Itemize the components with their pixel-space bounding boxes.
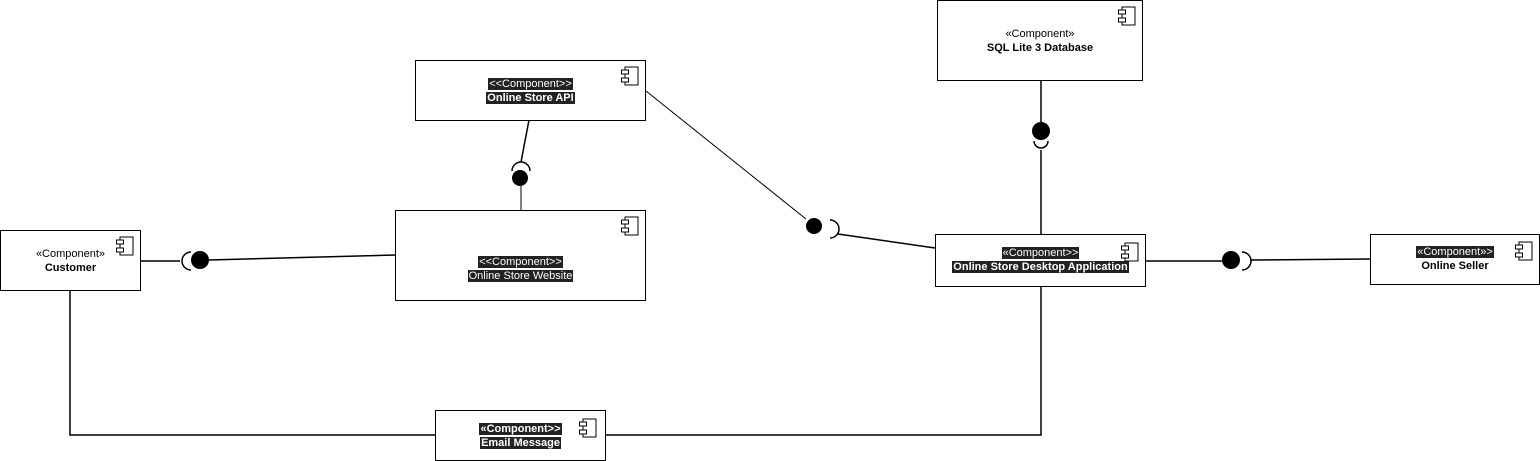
stereotype-label: «Component>>	[479, 423, 562, 435]
socket-db-desktop	[1033, 140, 1049, 149]
component-customer[interactable]: «Component» Customer	[0, 230, 141, 291]
connector-desktop-email	[606, 287, 1042, 436]
component-name: SQL Lite 3 Database	[986, 42, 1094, 54]
stereotype-label: «Component»>	[1416, 246, 1494, 258]
component-icon	[621, 66, 639, 86]
component-online-seller[interactable]: «Component»> Online Seller	[1370, 234, 1540, 285]
lollipop-db	[1032, 122, 1050, 140]
stereotype-label: «Component»	[1005, 28, 1075, 40]
connector-desktop-api-line	[837, 233, 936, 249]
component-icon	[1118, 6, 1136, 26]
socket-api-website	[511, 161, 531, 172]
component-icon	[621, 216, 639, 236]
connector-api-desktop-line	[645, 90, 807, 220]
component-icon	[579, 418, 597, 438]
socket-customer-website	[181, 251, 192, 271]
component-name: Online Store API	[486, 92, 575, 104]
component-name: Email Message	[480, 437, 561, 449]
component-icon	[1515, 241, 1533, 261]
socket-desktop-seller	[1241, 251, 1252, 271]
connector-api-line	[520, 119, 530, 163]
component-name: Online Store Desktop Application	[952, 261, 1129, 273]
stereotype-label: «Component>>	[1001, 247, 1080, 259]
stereotype-label: <<Component>>	[478, 256, 563, 268]
socket-api-desktop	[829, 219, 840, 239]
component-sqlite-database[interactable]: «Component» SQL Lite 3 Database	[937, 0, 1143, 81]
component-email-message[interactable]: «Component>> Email Message	[435, 410, 606, 461]
lollipop-seller	[1222, 251, 1240, 269]
lollipop-customer	[191, 251, 209, 269]
component-online-store-desktop-application[interactable]: «Component>> Online Store Desktop Applic…	[935, 234, 1146, 287]
component-icon	[116, 236, 134, 256]
component-name: Online Seller	[1421, 260, 1489, 272]
lollipop-website	[512, 170, 528, 186]
connector-customer-email	[69, 291, 435, 436]
stereotype-label: «Component»	[35, 248, 106, 260]
component-online-store-api[interactable]: <<Component>> Online Store API	[415, 60, 646, 121]
component-name: Online Store Website	[467, 270, 574, 282]
component-icon	[1121, 242, 1139, 262]
connector-seller-line	[1249, 258, 1371, 261]
component-online-store-website[interactable]: <<Component>> Online Store Website	[395, 210, 646, 301]
connector-website-customer-line	[208, 254, 397, 261]
lollipop-api	[806, 218, 822, 234]
stereotype-label: <<Component>>	[488, 78, 573, 90]
component-name: Customer	[44, 262, 97, 274]
